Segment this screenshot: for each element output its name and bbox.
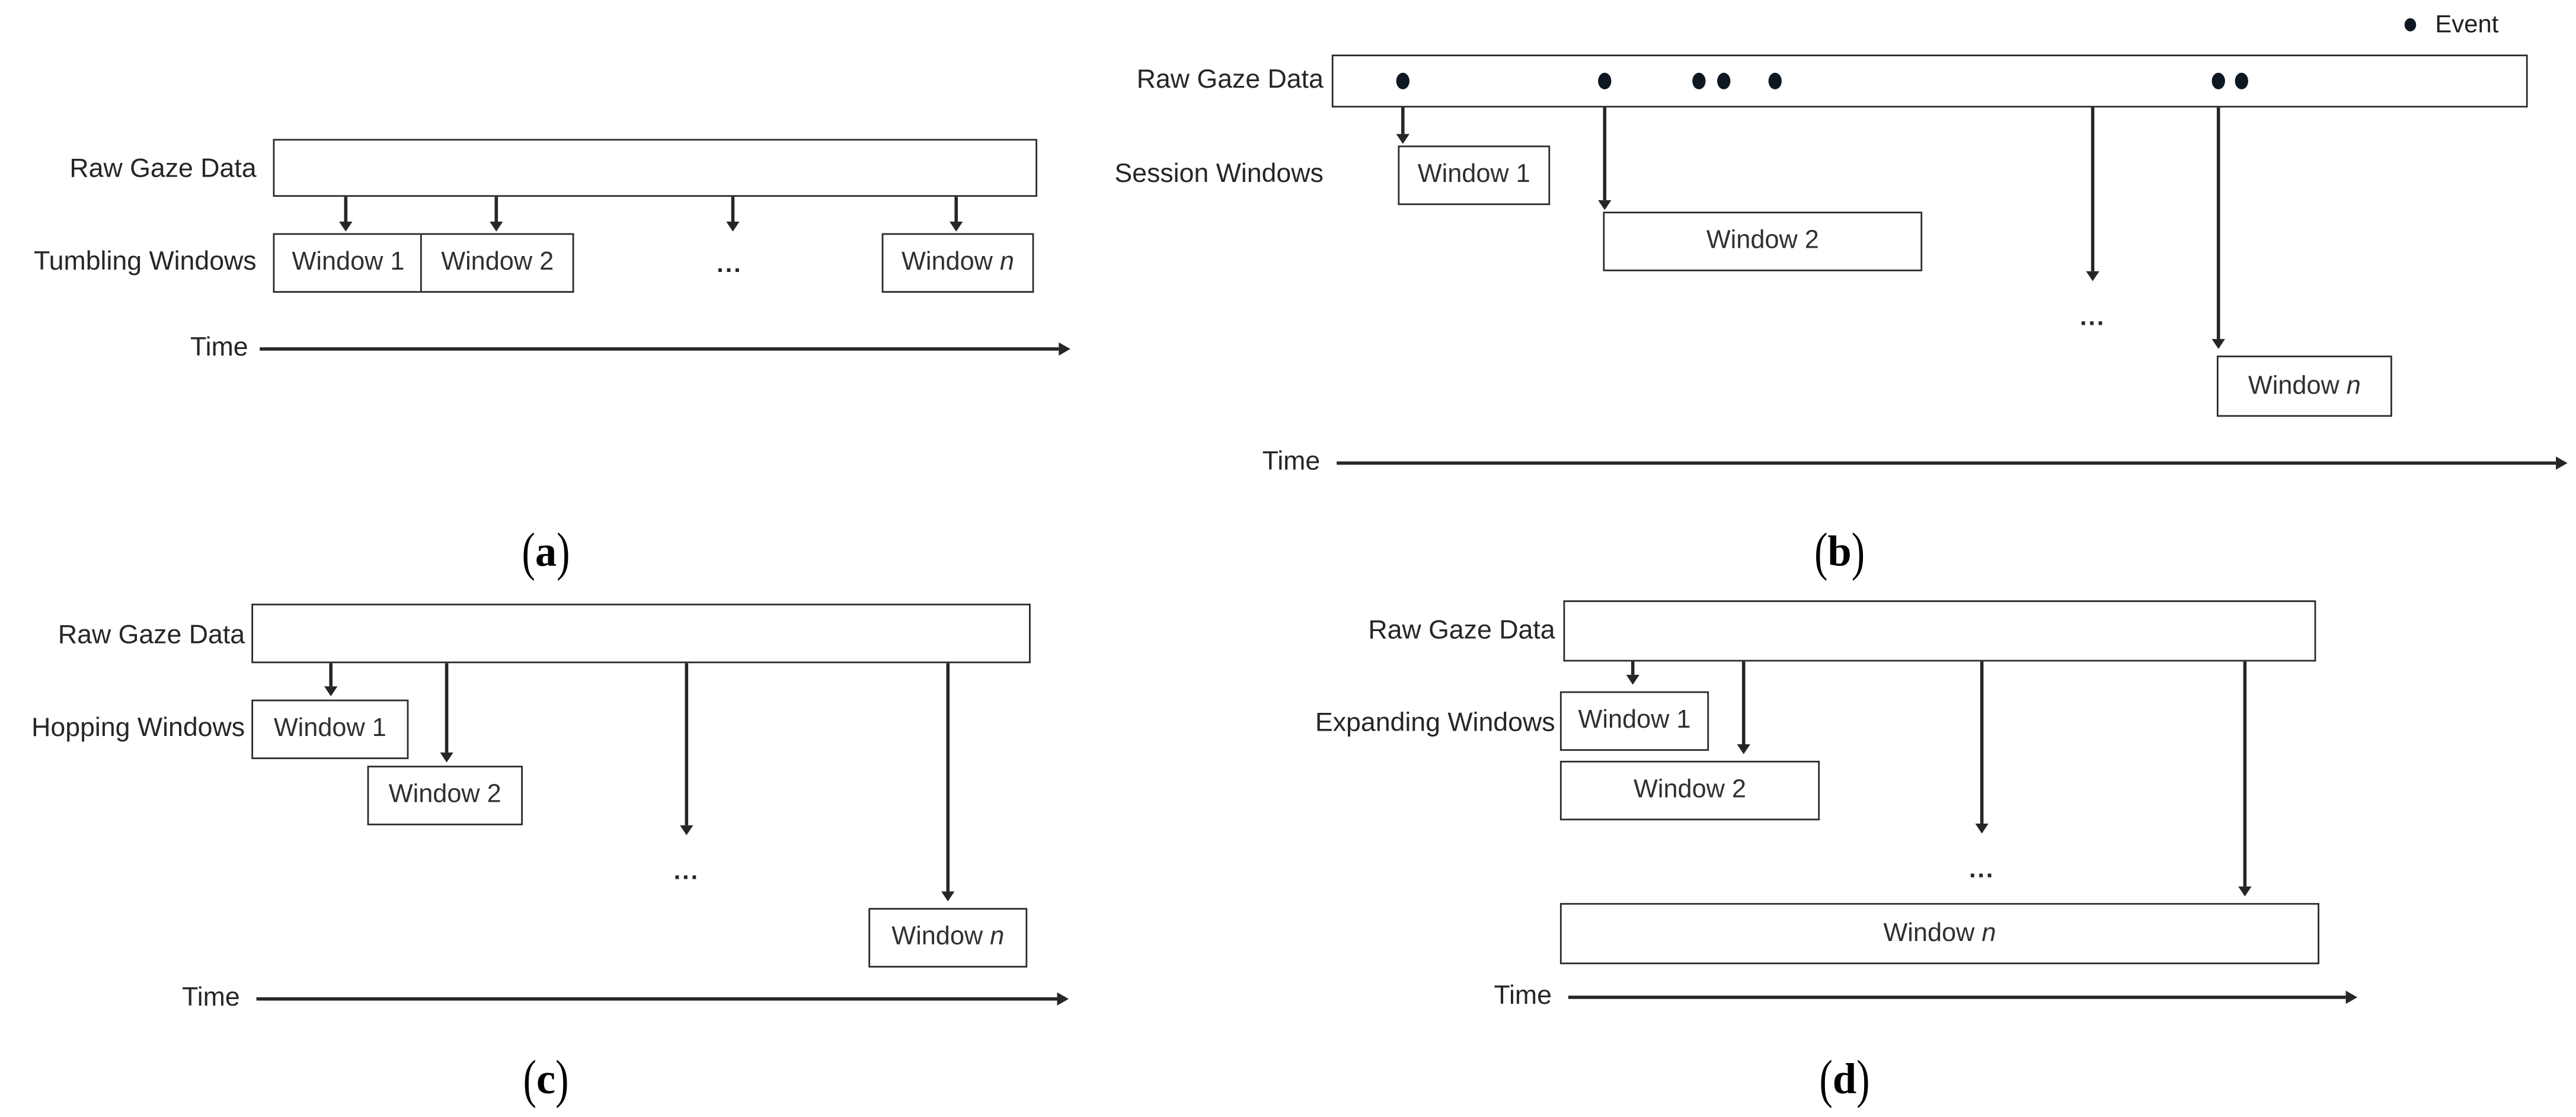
down-arrow [1595,107,1614,210]
time-label: Time [190,334,248,363]
raw-gaze-data-label: Raw Gaze Data [57,622,245,650]
window-n-box: Window n [881,233,1034,293]
window-2-box: Window 2 [1559,760,1820,821]
letter: c [536,1055,556,1103]
window-1-box: Window 1 [251,699,409,760]
window-n-box: Window n [868,908,1028,968]
window-1-box: Window 1 [273,233,424,293]
panel-letter-c: (c) [480,1052,612,1110]
window-n-variable: n [999,248,1014,277]
down-arrow [947,197,966,232]
down-arrow [1734,661,1753,754]
down-arrow [1972,661,1991,834]
time-axis-arrow [260,343,1070,354]
panel-letter-d: (d) [1778,1052,1910,1110]
window-n-text: Window [1883,918,1982,947]
window-type-label: Hopping Windows [31,714,245,743]
window-n-text: Window [891,923,990,951]
event-dot-icon [1717,72,1731,89]
event-dot-icon [1396,72,1410,89]
raw-gaze-data-box [1563,600,2316,662]
down-arrow [1393,107,1412,144]
time-axis-arrow [256,993,1069,1004]
letter: b [1827,527,1852,576]
time-label: Time [1494,982,1552,1011]
down-arrow [2235,661,2254,897]
window-type-label: Tumbling Windows [34,248,257,277]
down-arrow [677,663,696,836]
letter: a [535,527,557,576]
raw-gaze-data-box [1331,55,2528,108]
event-dot-icon [2211,72,2225,89]
window-2-box: Window 2 [367,766,523,825]
event-dot-icon [1768,72,1782,89]
paren-close: ) [555,1052,569,1110]
window-1-box: Window 1 [1398,145,1551,206]
time-label: Time [1262,448,1321,476]
event-legend-label: Event [2435,11,2499,39]
time-axis-arrow [1568,991,2358,1002]
paren-open: ( [1819,1052,1833,1110]
raw-gaze-data-box [251,603,1031,664]
ellipsis: ... [673,857,699,886]
time-axis-arrow [1337,457,2568,468]
time-label: Time [182,984,240,1013]
window-n-box: Window n [1559,902,2319,965]
event-dot-icon [2235,72,2248,89]
down-arrow [2083,107,2102,281]
window-n-variable: n [990,923,1005,951]
window-n-text: Window [2248,371,2347,400]
down-arrow [437,663,456,763]
event-dot-icon [1598,72,1612,89]
down-arrow [938,663,957,902]
paren-close: ) [1851,524,1865,583]
ellipsis: ... [717,250,743,279]
down-arrow [2209,107,2227,349]
down-arrow [1623,661,1642,685]
paren-open: ( [523,1052,536,1110]
paren-open: ( [1814,524,1828,583]
down-arrow [723,197,742,232]
window-2-box: Window 2 [1603,212,1923,271]
raw-gaze-data-label: Raw Gaze Data [1136,66,1324,95]
window-1-box: Window 1 [1559,691,1709,751]
down-arrow [321,663,340,697]
paren-close: ) [557,524,570,583]
paren-close: ) [1856,1052,1870,1110]
raw-gaze-data-box [273,139,1037,197]
window-2-box: Window 2 [420,233,575,293]
window-n-variable: n [2346,371,2361,400]
window-type-label: Expanding Windows [1315,709,1555,738]
event-dot-icon [2404,18,2417,32]
window-n-box: Window n [2216,356,2392,417]
window-n-variable: n [1981,918,1996,947]
down-arrow [487,197,506,232]
ellipsis: ... [1968,856,1995,884]
ellipsis: ... [2079,303,2106,332]
letter: d [1832,1055,1857,1103]
event-dot-icon [1692,72,1706,89]
panel-letter-a: (a) [480,525,612,583]
window-type-label: Session Windows [1114,160,1324,189]
raw-gaze-data-label: Raw Gaze Data [69,155,257,184]
panel-letter-b: (b) [1773,525,1906,583]
paren-open: ( [522,524,535,583]
down-arrow [336,197,355,232]
raw-gaze-data-label: Raw Gaze Data [1368,617,1555,645]
window-n-text: Window [902,248,1000,277]
